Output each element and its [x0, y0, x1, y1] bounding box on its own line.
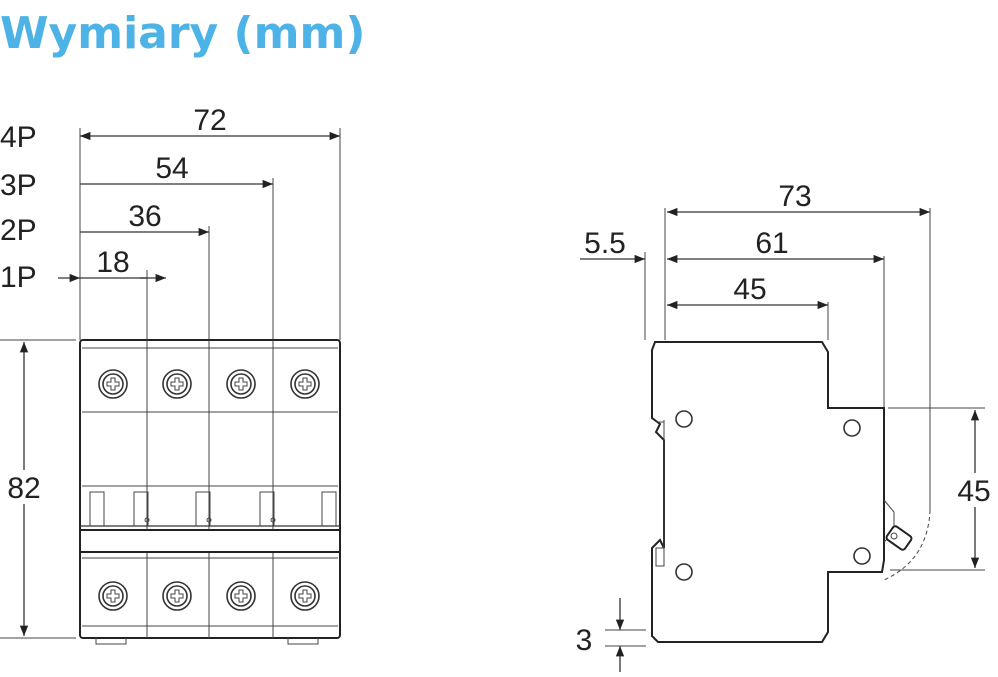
dim-offset: 5.5	[584, 227, 626, 260]
screw-icon	[98, 581, 128, 611]
dim-height: 82	[7, 472, 40, 505]
dim-4p-width: 72	[193, 104, 226, 137]
screw-icon	[98, 369, 128, 399]
side-view: 73 61 45 5.5 45 3	[576, 180, 998, 672]
screw-icon	[226, 369, 256, 399]
dim-2p-width: 36	[128, 200, 161, 233]
screw-icon	[162, 581, 192, 611]
front-view: 4P 3P 2P 1P 72 54 36 18 82	[0, 104, 341, 645]
dim-depth-mid: 61	[755, 227, 788, 260]
pole-label-2p: 2P	[0, 214, 37, 247]
screw-icon	[290, 581, 320, 611]
pole-label-1p: 1P	[0, 261, 37, 294]
screw-icon	[226, 581, 256, 611]
mounting-hole-icon	[675, 410, 693, 428]
pole-label-3p: 3P	[0, 169, 37, 202]
mounting-hole-icon	[853, 547, 871, 565]
dim-3p-width: 54	[155, 152, 188, 185]
mounting-hole-icon	[675, 563, 693, 581]
breaker-side-profile	[651, 341, 885, 643]
mounting-hole-icon	[843, 419, 861, 437]
page-title: Wymiary (mm)	[0, 8, 366, 59]
dim-depth-total: 73	[778, 180, 811, 213]
dim-1p-width: 18	[96, 246, 129, 279]
breaker-body	[79, 339, 341, 639]
screw-icon	[162, 369, 192, 399]
pole-label-4p: 4P	[0, 121, 37, 154]
dim-base-offset: 3	[576, 624, 593, 657]
screw-icon	[290, 369, 320, 399]
dim-depth-front: 45	[733, 273, 766, 306]
toggle-lever-icon	[885, 525, 913, 551]
dim-rail-height: 45	[957, 475, 990, 508]
